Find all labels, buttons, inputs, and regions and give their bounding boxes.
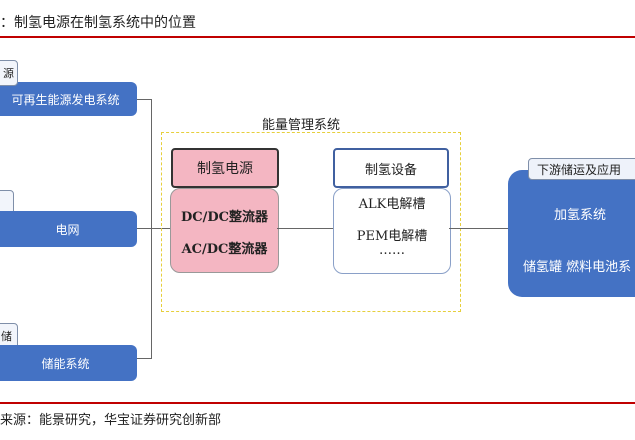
- storage-box: 储能系统: [0, 345, 137, 381]
- acdc-rectifier-label: AC/DC整流器: [181, 242, 268, 257]
- energy-management-group: [161, 132, 461, 312]
- downstream-tag: 下游储运及应用: [528, 158, 635, 180]
- bracket-line-vertical: [151, 99, 152, 359]
- hydrogen-refueling-label: 加氢系统: [554, 208, 607, 223]
- storage-fuelcell-label: 储氢罐 燃料电池系: [523, 260, 632, 275]
- dcdc-rectifier-label: DC/DC整流器: [181, 210, 268, 225]
- bottom-rule: [0, 402, 635, 404]
- hydrogen-equipment-title: 制氢设备: [333, 148, 449, 188]
- connector-power-equipment: [277, 228, 334, 229]
- source-note: 来源：能景研究，华宝证券研究创新部: [0, 413, 222, 428]
- storage-label: 储能系统: [41, 356, 90, 371]
- renewable-generation-label: 可再生能源发电系统: [11, 92, 120, 107]
- grid-box: 电网: [0, 211, 137, 247]
- more-electrolyzers-ellipsis: ……: [379, 243, 405, 258]
- electrolyzer-list: ALK电解槽 PEM电解槽 ……: [333, 188, 451, 274]
- connector-equipment-downstream: [449, 228, 509, 229]
- hydrogen-power-supply-title: 制氢电源: [171, 148, 279, 188]
- alk-electrolyzer-label: ALK电解槽: [358, 197, 426, 212]
- figure-title: ：制氢电源在制氢系统中的位置: [0, 15, 196, 31]
- converter-list: DC/DC整流器 AC/DC整流器: [170, 188, 279, 273]
- pem-electrolyzer-label: PEM电解槽: [356, 229, 428, 244]
- connector-grid-power: [137, 228, 170, 229]
- downstream-box: 加氢系统 储氢罐 燃料电池系: [508, 170, 635, 297]
- energy-management-label: 能量管理系统: [262, 118, 341, 133]
- top-rule: [0, 36, 635, 38]
- bracket-line-top: [137, 99, 151, 100]
- renewable-generation-box: 可再生能源发电系统: [0, 82, 137, 116]
- source-tag: 源: [0, 60, 18, 86]
- bracket-line-bottom: [137, 358, 151, 359]
- grid-label: 电网: [55, 222, 80, 237]
